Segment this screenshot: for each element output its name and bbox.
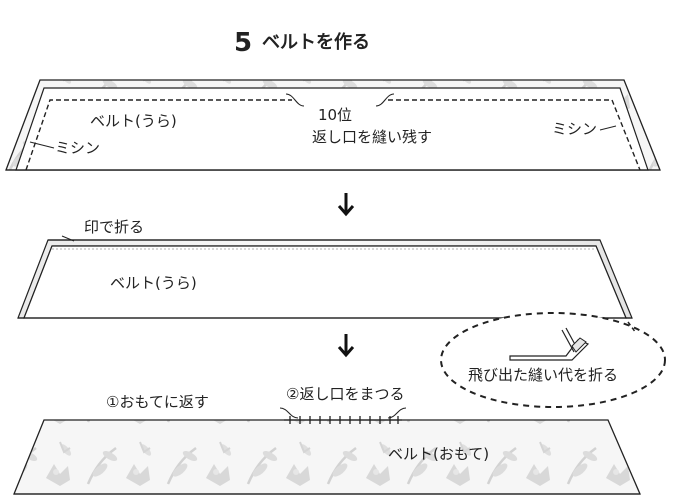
down-arrow-icon (337, 334, 355, 358)
opening-size-label: 10位 (317, 106, 353, 124)
stitch-line (25, 99, 641, 171)
down-arrow-icon (337, 193, 355, 217)
opening-note: 返し口を縫い残す (312, 128, 433, 146)
step-title: ベルトを作る (262, 32, 370, 53)
belt-label-wrong-side-2: ベルト(うら) (110, 274, 197, 292)
belt-label-right-side: ベルト(おもて) (388, 445, 490, 463)
stitch-label-right: ミシン (552, 120, 598, 138)
slip-stitch-marks (284, 416, 402, 424)
slip-stitch-note: ②返し口をまつる (286, 385, 405, 403)
step-number: 5 (234, 28, 253, 58)
detail-callout (440, 312, 666, 408)
belt-panel-1 (5, 79, 661, 171)
callout-note: 飛び出た縫い代を折る (468, 366, 619, 384)
belt-label-wrong-side: ベルト(うら) (90, 112, 177, 130)
fold-note: 印で折る (84, 218, 145, 236)
stitch-label-left: ミシン (55, 139, 101, 157)
turn-right-side-note: ①おもてに返す (106, 393, 209, 411)
opening-bracket (285, 93, 395, 107)
belt-panel-3 (13, 407, 641, 495)
belt-panel-2 (17, 235, 633, 319)
